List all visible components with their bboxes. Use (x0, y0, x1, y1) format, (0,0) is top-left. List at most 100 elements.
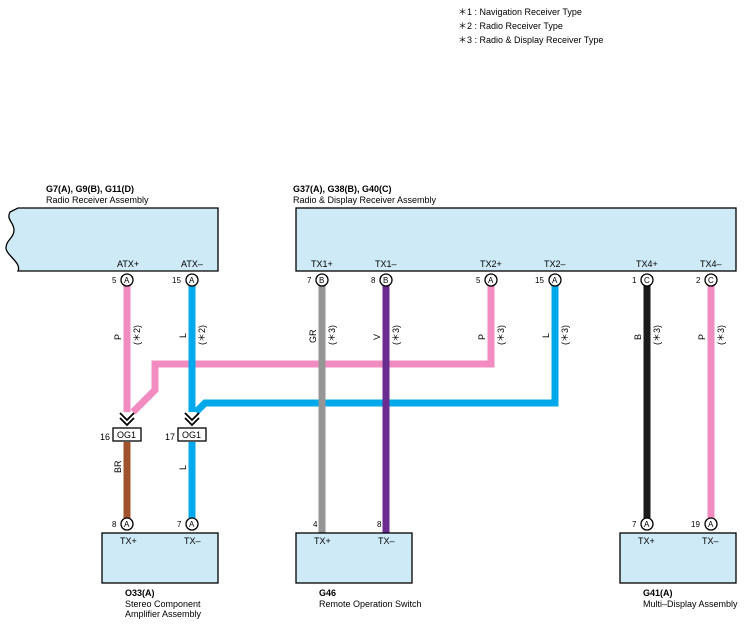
wire-label-color: V (372, 334, 382, 340)
pin-label-atx-plus: ATX+ (117, 259, 139, 269)
pin-conn: A (124, 520, 130, 529)
wire-label-color: L (178, 465, 188, 470)
wire-label-color: B (633, 334, 643, 340)
pin-conn: A (124, 276, 130, 285)
junction-og1-16: 16 OG1 (100, 412, 142, 442)
wire-label-color: BR (113, 460, 123, 473)
wire-l-tx2-minus (193, 285, 559, 415)
pin-label-md-tx-minus: TX– (702, 536, 719, 546)
multi-display-name: Multi–Display Assembly (643, 599, 738, 609)
bottom-pins: 8 A 7 A 4 8 7 A 19 A (112, 517, 718, 531)
wire-labels: P (＊2) L (＊2) GR (＊3) V (＊3) P (＊3) L (＊… (113, 325, 726, 473)
pin-num: 2 (696, 276, 701, 285)
pin-num: 7 (177, 520, 182, 529)
pin-conn: A (644, 520, 650, 529)
stereo-amp-assembly: TX+ TX– O33(A) Stereo Component Amplifie… (101, 532, 219, 619)
junction-label: OG1 (182, 430, 201, 440)
pin-conn: A (552, 276, 558, 285)
pin-label-tx4-minus: TX4– (700, 259, 722, 269)
pin-amp-tx-plus: 8 A (112, 517, 134, 531)
pin-num: 1 (632, 276, 637, 285)
pin-label-tx2-minus: TX2– (544, 259, 566, 269)
wire-label-note: (＊3) (496, 325, 506, 345)
legend-item-2: ＊2 : Radio Receiver Type (458, 21, 563, 31)
pin-conn: A (488, 276, 494, 285)
pin-num: 8 (371, 276, 376, 285)
pin-conn: B (319, 276, 324, 285)
pin-label-rs-tx-plus: TX+ (314, 536, 331, 546)
wire-label-note: (＊3) (716, 325, 726, 345)
junction-num: 16 (100, 432, 110, 442)
pin-label-rs-tx-minus: TX– (378, 536, 395, 546)
wire-label-color: P (697, 334, 707, 340)
wire-label-color: P (477, 334, 487, 340)
wire-p-tx2-plus (130, 285, 495, 415)
pin-atx-minus: 15 A (172, 273, 199, 287)
legend: ＊1 : Navigation Receiver Type ＊2 : Radio… (458, 7, 603, 45)
multi-display-assembly: TX+ TX– G41(A) Multi–Display Assembly (619, 532, 738, 609)
stereo-amp-name-2: Amplifier Assembly (125, 609, 202, 619)
pin-label-amp-tx-minus: TX– (184, 536, 201, 546)
wire-label-note: (＊2) (132, 325, 142, 345)
wire-label-color: GR (308, 329, 318, 343)
pin-conn: C (644, 276, 650, 285)
remote-switch-box (295, 532, 413, 584)
pin-rs-tx-plus-num: 4 (313, 520, 318, 529)
stereo-amp-code: O33(A) (125, 588, 155, 598)
wire-label-note: (＊3) (560, 325, 570, 345)
pin-num: 7 (307, 276, 312, 285)
wire-label-color: L (541, 333, 551, 338)
pin-num: 19 (691, 520, 700, 529)
remote-operation-switch: TX+ TX– G46 Remote Operation Switch (295, 532, 422, 609)
radio-display-code: G37(A), G38(B), G40(C) (293, 184, 392, 194)
pin-num: 7 (632, 520, 637, 529)
pin-num: 5 (112, 276, 117, 285)
pin-num: 8 (112, 520, 117, 529)
junction-label: OG1 (117, 430, 136, 440)
wires (123, 285, 715, 533)
legend-item-3: ＊3 : Radio & Display Receiver Type (458, 35, 603, 45)
pin-atx-plus: 5 A (112, 273, 134, 287)
pin-md-tx-plus: 7 A (632, 517, 654, 531)
wire-label-note: (＊2) (197, 325, 207, 345)
top-pins: 5 A 15 A 7 B 8 B 5 A 15 A (112, 273, 718, 287)
pin-conn: A (189, 276, 195, 285)
junction-og1-17: 17 OG1 (165, 412, 207, 442)
remote-switch-code: G46 (319, 588, 336, 598)
stereo-amp-name-1: Stereo Component (125, 599, 201, 609)
pin-tx4-plus: 1 C (632, 273, 654, 287)
stereo-amp-box (101, 532, 219, 584)
pin-tx1-plus: 7 B (307, 273, 329, 287)
wire-label-color: P (113, 334, 123, 340)
pin-label-md-tx-plus: TX+ (638, 536, 655, 546)
pin-conn: A (708, 520, 714, 529)
pin-tx2-minus: 15 A (535, 273, 562, 287)
pin-conn: A (189, 520, 195, 529)
pin-md-tx-minus: 19 A (691, 517, 718, 531)
pin-label-tx4-plus: TX4+ (636, 259, 658, 269)
pin-num: 15 (172, 276, 181, 285)
pin-label-tx2-plus: TX2+ (480, 259, 502, 269)
radio-receiver-box (5, 207, 219, 272)
wire-label-note: (＊3) (327, 325, 337, 345)
pin-conn: B (383, 276, 388, 285)
pin-label-tx1-minus: TX1– (375, 259, 397, 269)
pin-label-amp-tx-plus: TX+ (120, 536, 137, 546)
pin-label-tx1-plus: TX1+ (311, 259, 333, 269)
pin-tx1-minus: 8 B (371, 273, 393, 287)
radio-receiver-code: G7(A), G9(B), G11(D) (46, 184, 134, 194)
junction-num: 17 (165, 432, 175, 442)
radio-display-name: Radio & Display Receiver Assembly (293, 195, 437, 205)
wire-label-color: L (178, 333, 188, 338)
radio-receiver-assembly: G7(A), G9(B), G11(D) Radio Receiver Asse… (5, 184, 219, 272)
pin-num: 15 (535, 276, 544, 285)
radio-display-receiver-assembly: G37(A), G38(B), G40(C) Radio & Display R… (293, 184, 737, 272)
pin-tx4-minus: 2 C (696, 273, 718, 287)
multi-display-box (619, 532, 737, 584)
wire-label-note: (＊3) (652, 325, 662, 345)
pin-tx2-plus: 5 A (476, 273, 498, 287)
pin-num: 5 (476, 276, 481, 285)
radio-receiver-name: Radio Receiver Assembly (46, 195, 149, 205)
wire-label-note: (＊3) (391, 325, 401, 345)
